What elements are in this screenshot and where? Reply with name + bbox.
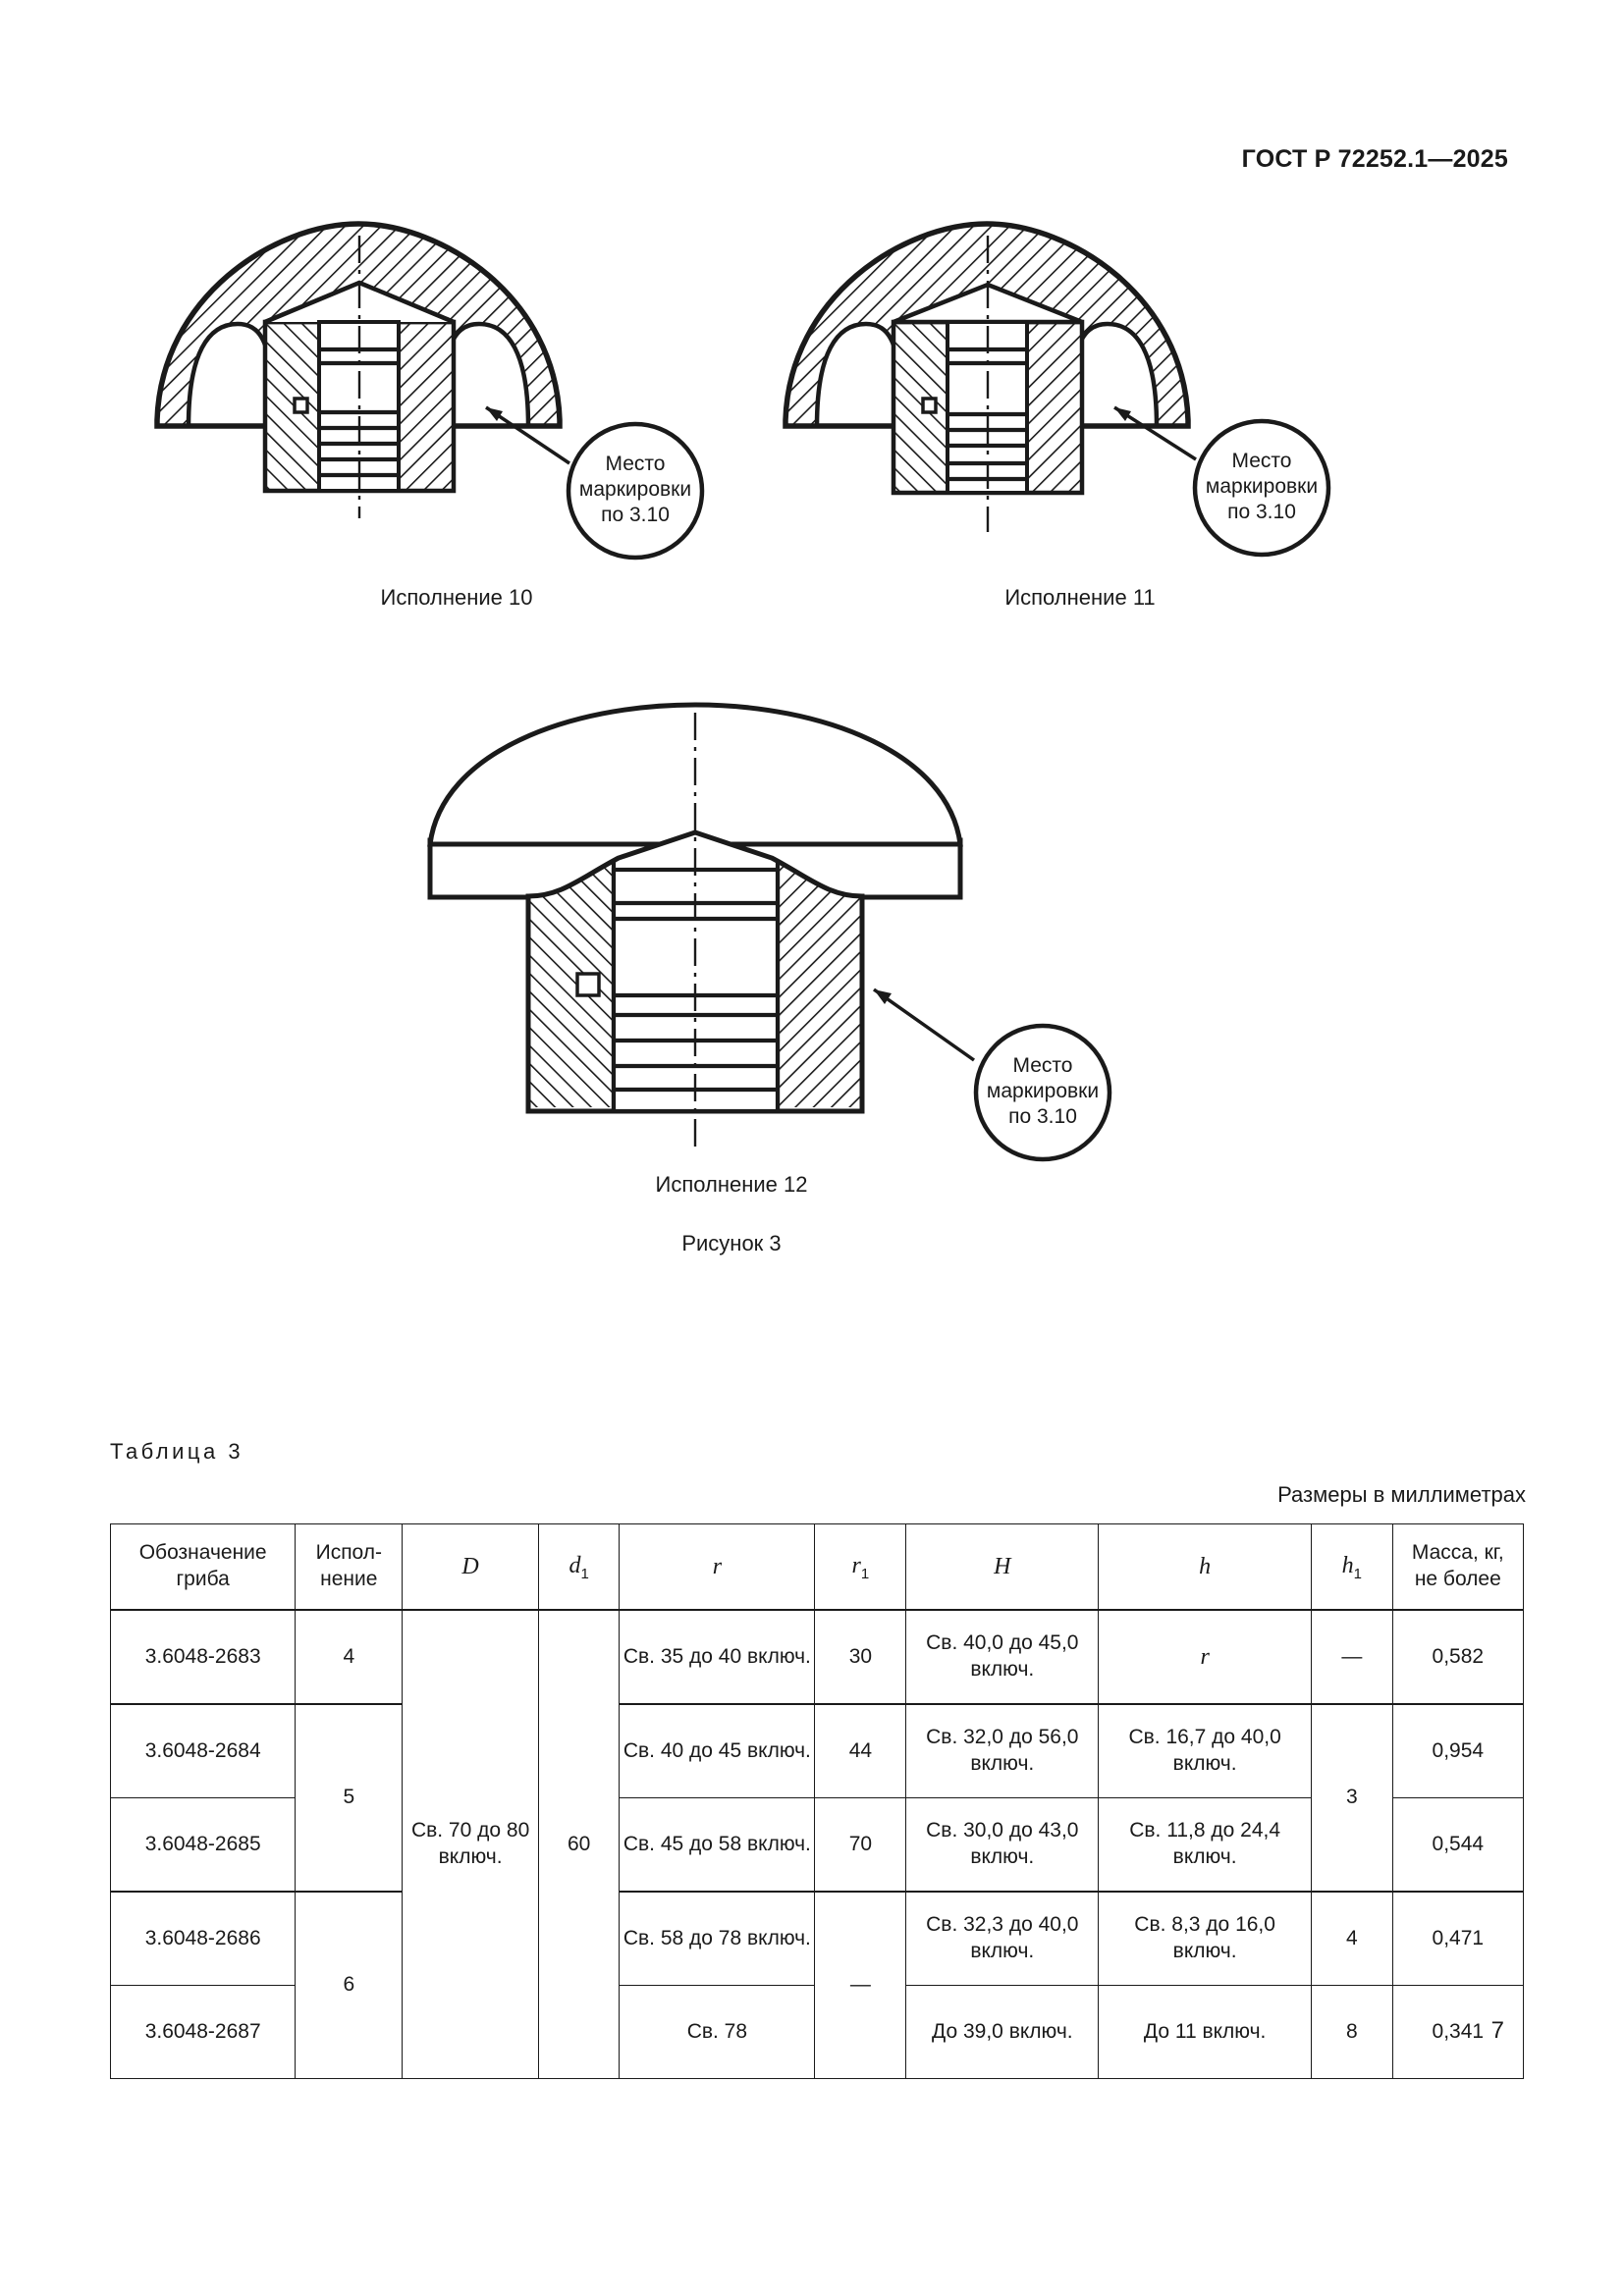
cell-h1: — (1311, 1609, 1393, 1705)
table-row: 3.6048-2683 4 Св. 70 до 80 включ. 60 Св.… (109, 1609, 1525, 2079)
table-label: Таблица 3 (110, 1439, 244, 1464)
cell-H: Св. 40,0 до 45,0 включ. (905, 1609, 1100, 1705)
cell-h1: 4 (1311, 1891, 1393, 1986)
cell-r: Св. 58 до 78 включ. (619, 1891, 816, 1986)
header-r: r (619, 1523, 816, 1611)
cell-H: Св. 32,3 до 40,0 включ. (905, 1891, 1100, 1986)
cell-r1: — (814, 1891, 907, 2079)
callout-line-2: маркировки (1206, 475, 1318, 498)
header-D: D (402, 1523, 539, 1611)
header-h: h (1098, 1523, 1313, 1611)
figure-caption-execution-12: Исполнение 12 (655, 1172, 808, 1197)
header-designation: Обозначение гриба (109, 1523, 297, 1611)
figure-row-bottom: Место маркировки по 3.10 Исполнение 12 Р… (0, 695, 1624, 1323)
callout-leader-line (485, 405, 570, 465)
header-r1: r1 (814, 1523, 907, 1611)
cell-designation: 3.6048-2687 (109, 1985, 297, 2079)
callout-leader-line (872, 988, 976, 1062)
marking-callout-bubble (566, 421, 705, 561)
dome-outline (783, 221, 1191, 429)
cell-h1: 3 (1311, 1703, 1393, 1893)
leader-arrowhead (486, 407, 503, 421)
dimensions-table-wrapper: Обозначение гриба Испол- нение D d1 r r1 (109, 1523, 1525, 2079)
figure-execution-11: Место маркировки по 3.10 Исполнение 11 (776, 206, 1384, 611)
cell-mass: 0,954 (1391, 1703, 1525, 1798)
cell-r: Св. 40 до 45 включ. (619, 1703, 816, 1798)
dome-outline (154, 221, 563, 429)
header-mass-line1: Масса, кг, (1411, 1541, 1504, 1565)
callout-line-3: по 3.10 (1008, 1105, 1077, 1128)
figure-execution-12: Место маркировки по 3.10 Исполнение 12 Р… (412, 695, 1159, 1256)
figure-row-top: Место маркировки по 3.10 Исполнение 10 (0, 206, 1624, 667)
marking-callout-bubble (1192, 418, 1331, 558)
cell-designation: 3.6048-2684 (109, 1703, 297, 1798)
header-designation-line2: гриба (176, 1568, 230, 1590)
cell-r1: 70 (814, 1797, 907, 1893)
cell-execution: 4 (295, 1609, 404, 1705)
figure-caption-execution-11: Исполнение 11 (1004, 585, 1156, 610)
header-h1: h1 (1311, 1523, 1393, 1611)
table-header-row: Обозначение гриба Испол- нение D d1 r r1 (109, 1523, 1525, 1611)
cell-h: Св. 8,3 до 16,0 включ. (1098, 1891, 1313, 1986)
header-execution: Испол- нение (295, 1523, 404, 1611)
cell-mass: 0,544 (1391, 1797, 1525, 1893)
cell-h: До 11 включ. (1098, 1985, 1313, 2079)
shank-body-outline (525, 829, 865, 1114)
page-number: 7 (1490, 2017, 1504, 2044)
callout-line-3: по 3.10 (1227, 501, 1296, 523)
table-units-note: Размеры в миллиметрах (1277, 1482, 1526, 1507)
dimensions-table: Обозначение гриба Испол- нение D d1 r r1 (109, 1523, 1525, 2079)
standard-designation-header: ГОСТ Р 72252.1—2025 (1241, 145, 1508, 173)
cell-r1: 44 (814, 1703, 907, 1798)
header-H: H (905, 1523, 1100, 1611)
header-d1: d1 (537, 1523, 621, 1611)
header-execution-line2: нение (320, 1568, 378, 1590)
cell-H: Св. 30,0 до 43,0 включ. (905, 1797, 1100, 1893)
figure-number: Рисунок 3 (681, 1231, 782, 1255)
callout-line-1: Место (1232, 450, 1292, 472)
leader-arrowhead (1114, 407, 1131, 421)
table-row: 3.6048-2687 Св. 78 До 39,0 включ. До 11 … (109, 1985, 1525, 2079)
cell-h1: 8 (1311, 1985, 1393, 2079)
figure-caption-execution-10: Исполнение 10 (380, 585, 533, 610)
cell-r: Св. 78 (619, 1985, 816, 2079)
cell-h: r (1098, 1609, 1313, 1705)
cell-r: Св. 35 до 40 включ. (619, 1609, 816, 1705)
cell-r1: 30 (814, 1609, 907, 1705)
callout-line-3: по 3.10 (601, 504, 670, 526)
header-mass-line2: не более (1414, 1568, 1501, 1590)
marking-callout-bubble (973, 1023, 1112, 1162)
figure-group: Место маркировки по 3.10 Исполнение 10 (0, 206, 1624, 1323)
callout-line-1: Место (606, 453, 666, 475)
table-row: 3.6048-2685 Св. 45 до 58 включ. 70 Св. 3… (109, 1797, 1525, 1893)
cell-designation: 3.6048-2686 (109, 1891, 297, 1986)
cell-h: Св. 16,7 до 40,0 включ. (1098, 1703, 1313, 1798)
drawing-mushroom-cap-section-12: Место маркировки по 3.10 (427, 702, 1112, 1162)
cell-H: Св. 32,0 до 56,0 включ. (905, 1703, 1100, 1798)
table-row: 3.6048-2686 6 Св. 58 до 78 включ. — Св. … (109, 1891, 1525, 2079)
drawing-dome-cap-section-11: Место маркировки по 3.10 (783, 221, 1331, 558)
cell-mass: 0,471 (1391, 1891, 1525, 1986)
cell-D: Св. 70 до 80 включ. (402, 1609, 539, 2079)
cell-r: Св. 45 до 58 включ. (619, 1797, 816, 1893)
cell-designation: 3.6048-2683 (109, 1609, 297, 1705)
figure-execution-10: Место маркировки по 3.10 Исполнение 10 (147, 206, 756, 611)
callout-line-2: маркировки (987, 1080, 1099, 1102)
cell-execution: 6 (295, 1891, 404, 2079)
header-designation-line1: Обозначение (138, 1541, 267, 1565)
header-mass: Масса, кг, не более (1391, 1523, 1525, 1611)
header-execution-line1: Испол- (315, 1541, 383, 1565)
drawing-dome-cap-section-10: Место маркировки по 3.10 (154, 221, 705, 561)
callout-line-2: маркировки (579, 478, 691, 501)
table-row: 3.6048-2684 5 Св. 40 до 45 включ. 44 Св.… (109, 1703, 1525, 1893)
cell-mass: 0,341 (1391, 1985, 1525, 2079)
callout-line-1: Место (1013, 1054, 1073, 1077)
cell-d1: 60 (537, 1609, 621, 2079)
cell-H: До 39,0 включ. (905, 1985, 1100, 2079)
cell-mass: 0,582 (1391, 1609, 1525, 1705)
leader-arrowhead (874, 989, 892, 1004)
cell-designation: 3.6048-2685 (109, 1797, 297, 1893)
cell-h: Св. 11,8 до 24,4 включ. (1098, 1797, 1313, 1893)
cell-execution: 5 (295, 1703, 404, 1893)
